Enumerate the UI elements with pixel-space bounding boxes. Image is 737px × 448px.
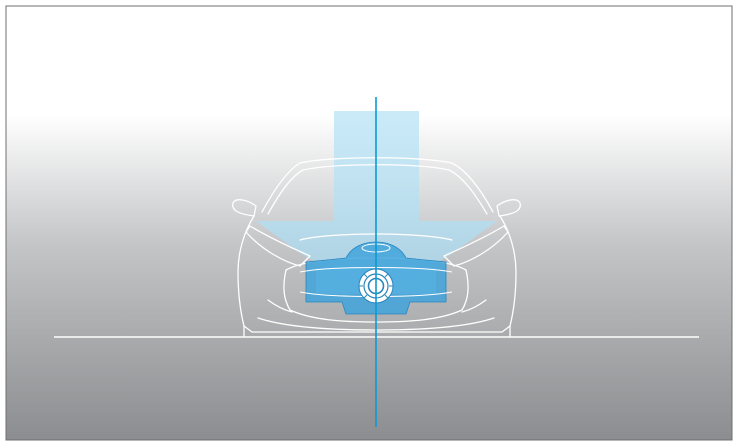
diagram-svg (5, 5, 733, 441)
diagram-canvas (5, 5, 733, 441)
